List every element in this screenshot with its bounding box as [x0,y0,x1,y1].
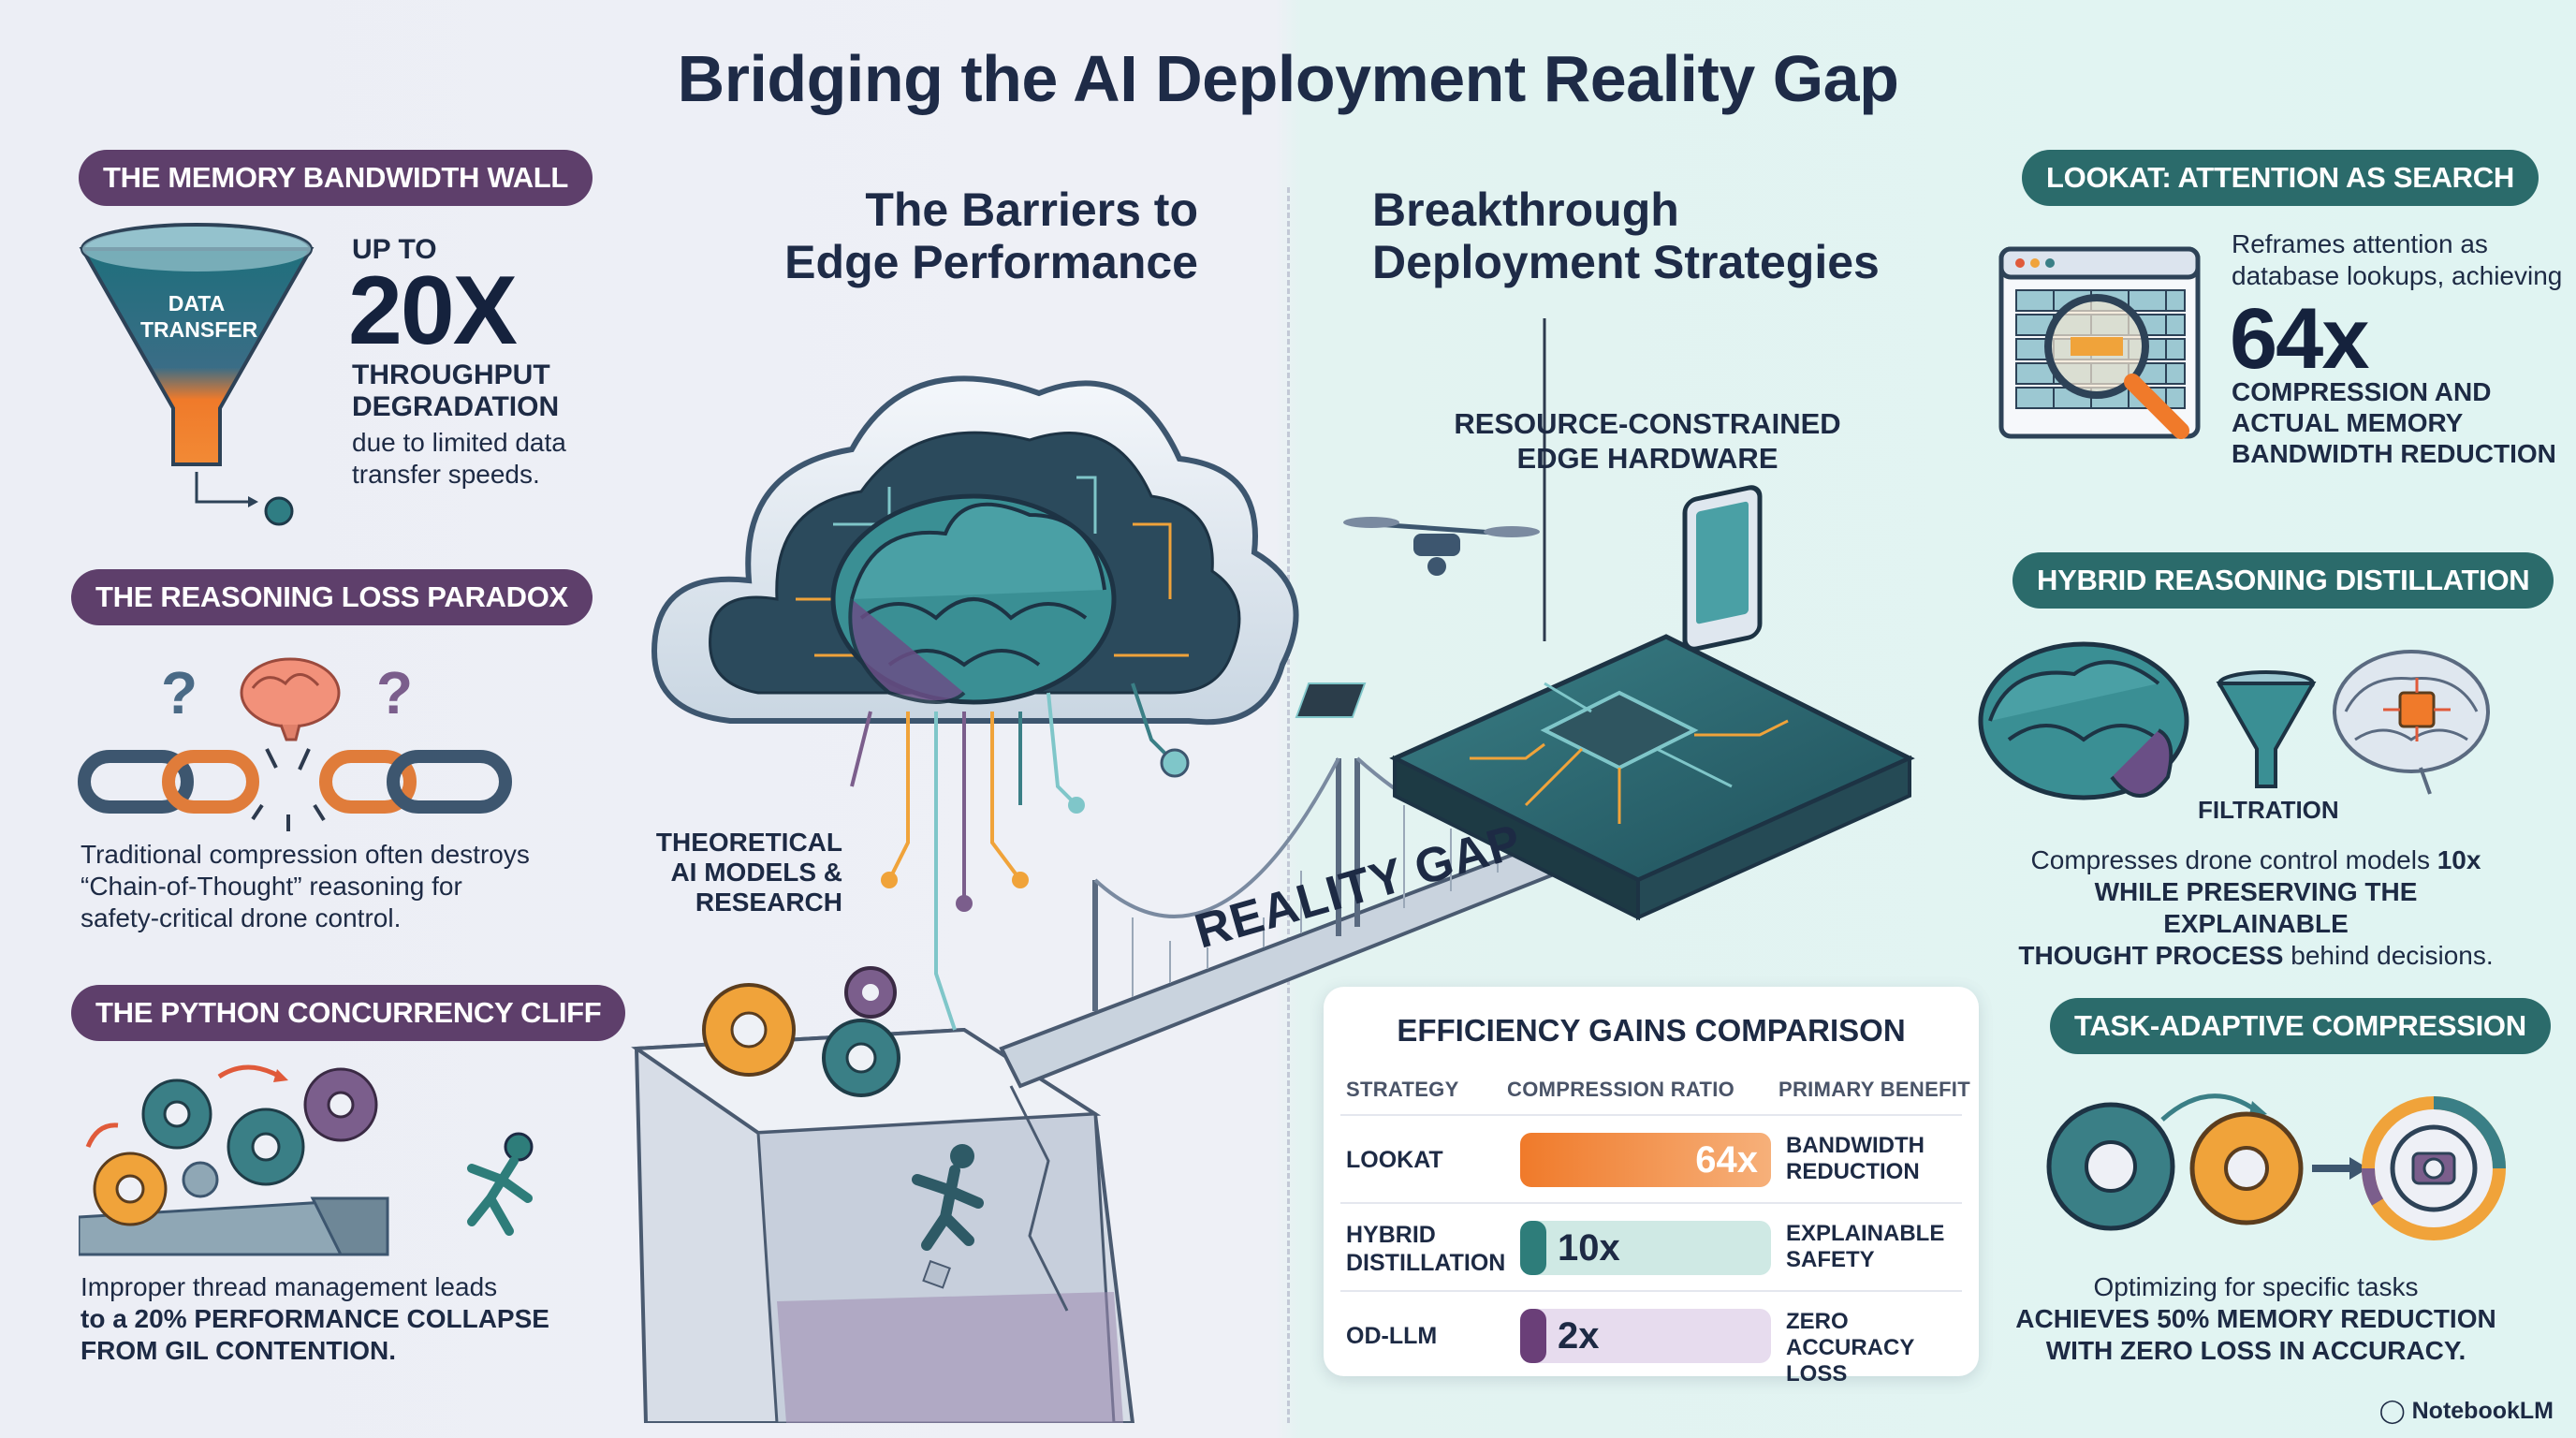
python-cliff-pill: THE PYTHON CONCURRENCY CLIFF [71,985,626,1041]
ratio-bar: 64x [1520,1133,1771,1187]
ratio-bar: 2x [1520,1309,1771,1363]
task-adaptive-pill: TASK-ADAPTIVE COMPRESSION [2050,998,2551,1054]
lookat-stat: 64x [2230,291,2369,387]
ratio-bar-fill [1520,1221,1546,1275]
cliff-gears-icon [79,1064,534,1256]
lookat-desc: Reframes attention as database lookups, … [2232,229,2563,290]
table-row: OD-LLM 2x ZERO ACCURACY LOSS [1340,1290,1962,1387]
ratio-bar-fill [1520,1133,1771,1187]
reality-gap-illustration [631,318,1915,1423]
lookat-pill: LOOKAT: ATTENTION AS SEARCH [2022,150,2539,206]
memory-wall-pre: UP TO [352,234,437,265]
hybrid-pill: HYBRID REASONING DISTILLATION [2012,552,2554,609]
theoretical-label: THEORETICAL AI MODELS & RESEARCH [655,828,842,917]
header-benefit: PRIMARY BENEFIT [1778,1078,1970,1101]
ratio-bar-value: 10x [1558,1227,1620,1269]
task-adaptive-desc: Optimizing for specific tasks ACHIEVES 5… [2015,1272,2496,1365]
memory-wall-desc: due to limited data transfer speeds. [352,428,566,489]
funnel-label: DATA TRANSFER [140,291,258,342]
edge-hardware-board [1295,485,1915,921]
memory-wall-pill: THE MEMORY BANDWIDTH WALL [79,150,593,206]
right-column-title: Breakthrough Deployment Strategies [1372,183,1880,288]
header-ratio: COMPRESSION RATIO [1507,1078,1735,1101]
reasoning-paradox-desc: Traditional compression often destroys “… [80,840,530,932]
page-title: Bridging the AI Deployment Reality Gap [677,42,1899,115]
efficiency-table: EFFICIENCY GAINS COMPARISON STRATEGY COM… [1324,987,1979,1387]
funnel-icon [79,223,315,526]
distillation-icon [1978,641,2490,800]
hardware-label: RESOURCE-CONSTRAINED EDGE HARDWARE [1454,407,1841,475]
filtration-label: FILTRATION [2198,796,2339,824]
task-adaptive-icon [2046,1093,2506,1240]
python-cliff-desc: Improper thread management leads to a 20… [80,1272,549,1365]
notebooklm-logo-icon: ◯ [2378,1398,2406,1424]
table-row: LOOKAT 64x BANDWIDTH REDUCTION [1340,1114,1962,1202]
drone-icon [1343,517,1540,576]
notebooklm-watermark: ◯ NotebookLM [2378,1398,2554,1424]
ratio-bar-value: 2x [1558,1315,1600,1357]
table-row: HYBRID DISTILLATION 10x EXPLAINABLE SAFE… [1340,1202,1962,1290]
header-strategy: STRATEGY [1346,1078,1459,1101]
broken-chain-icon: ? ? [78,657,512,831]
ratio-bar: 10x [1520,1221,1771,1275]
center-divider [1287,187,1290,1423]
svg-text:?: ? [376,659,413,726]
left-column-title: The Barriers to Edge Performance [784,183,1198,288]
hybrid-desc: Compresses drone control models 10x WHIL… [2018,845,2494,970]
ratio-bar-value: 64x [1695,1139,1758,1181]
reasoning-paradox-pill: THE REASONING LOSS PARADOX [71,569,593,625]
memory-wall-stat: 20X [348,257,518,365]
lookat-caption: COMPRESSION AND ACTUAL MEMORY BANDWIDTH … [2232,377,2556,468]
efficiency-table-title: EFFICIENCY GAINS COMPARISON [1397,1013,1906,1048]
database-search-icon [1998,246,2201,439]
memory-wall-caption: THROUGHPUT DEGRADATION [352,360,560,422]
ratio-bar-fill [1520,1309,1546,1363]
svg-text:?: ? [161,659,198,726]
